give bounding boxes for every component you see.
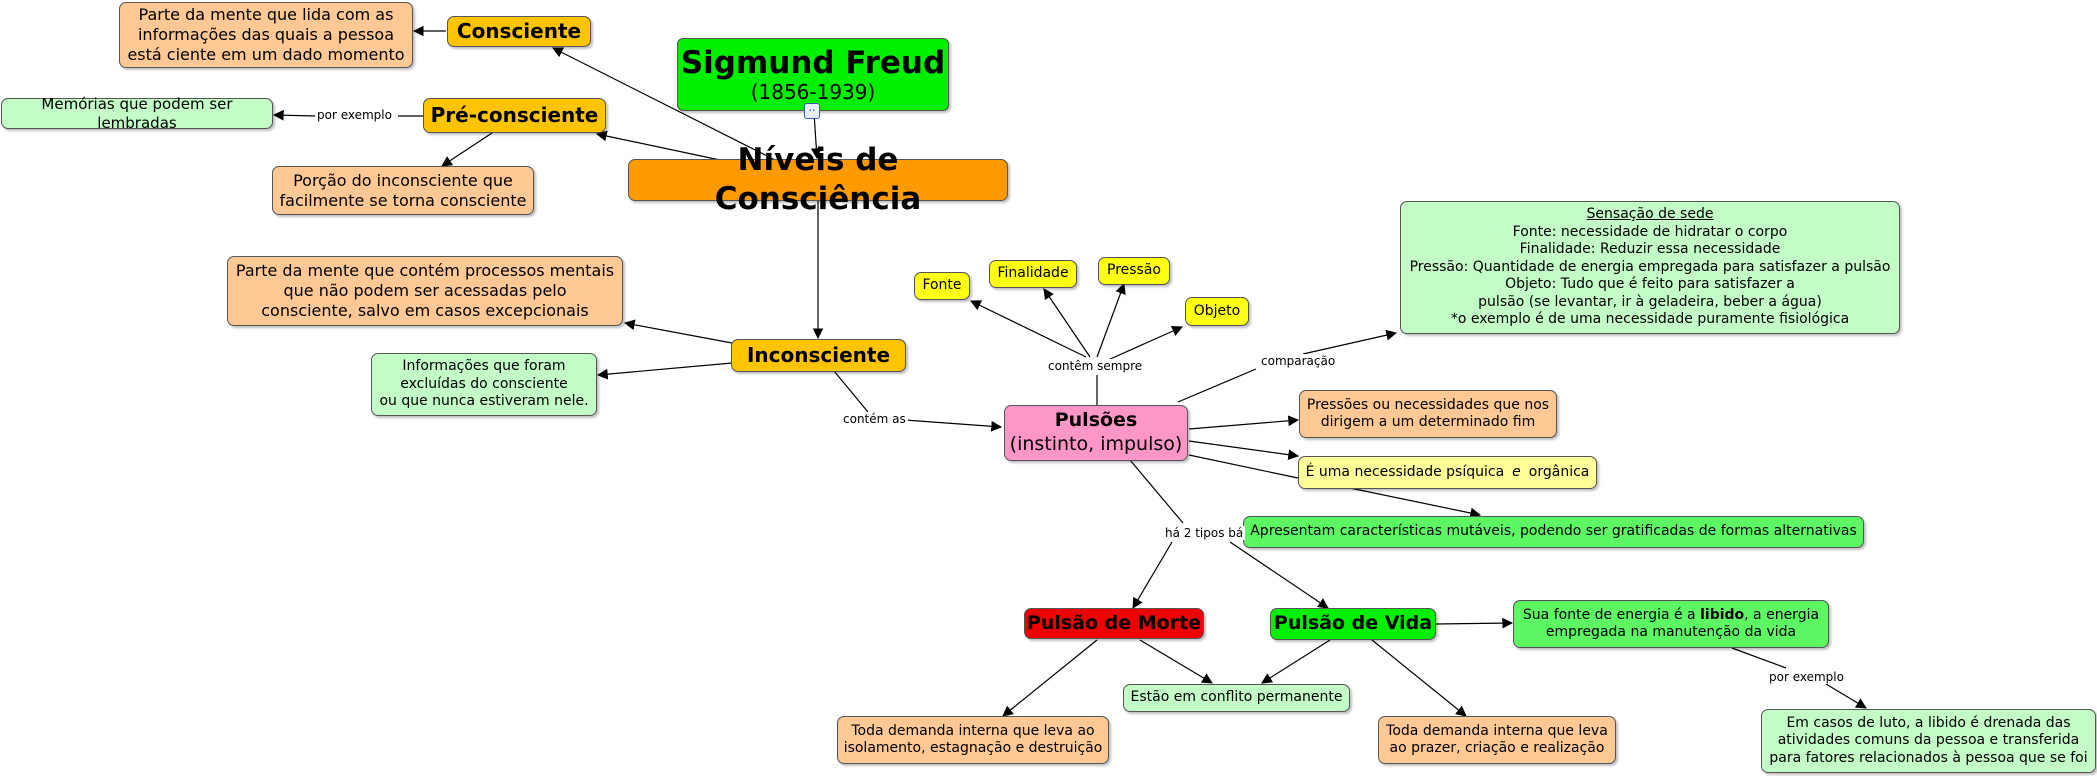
node-pulsoes[interactable]: Pulsões (instinto, impulso) bbox=[1004, 405, 1188, 461]
node-morte-desc[interactable]: Toda demanda interna que leva ao isolame… bbox=[837, 716, 1109, 764]
node-consciente-desc[interactable]: Parte da mente que lida com as informaçõ… bbox=[119, 2, 413, 68]
inconsciente-desc-line: que não podem ser acessadas pelo bbox=[283, 281, 567, 300]
sede-title: Sensação de sede bbox=[1586, 206, 1714, 223]
node-porcao-inconsciente[interactable]: Porção do inconsciente que facilmente se… bbox=[272, 166, 534, 215]
linked-map-icon[interactable]: ⋅⋅ bbox=[804, 103, 820, 119]
pressao-label: Pressão bbox=[1107, 262, 1161, 279]
label-contem-as: contém as bbox=[841, 412, 908, 426]
node-necessidade-psiquica[interactable]: É uma necessidade psíquica e orgânica bbox=[1298, 456, 1597, 489]
libido-pre: Sua fonte de energia é a bbox=[1522, 606, 1696, 623]
inconsciente-desc-line: Parte da mente que contém processos ment… bbox=[235, 261, 615, 280]
inconsciente-desc-line: consciente, salvo em casos excepcionais bbox=[261, 301, 589, 320]
node-vida-desc[interactable]: Toda demanda interna que leva ao prazer,… bbox=[1378, 716, 1616, 764]
node-pressoes-necessidades[interactable]: Pressões ou necessidades que nos dirigem… bbox=[1299, 390, 1557, 438]
node-inconsciente[interactable]: Inconsciente bbox=[731, 339, 906, 372]
consciente-label: Consciente bbox=[456, 19, 582, 43]
memorias-label: Memórias que podem ser lembradas bbox=[41, 94, 233, 132]
label-comparacao: comparação bbox=[1259, 354, 1338, 368]
node-pulsao-vida[interactable]: Pulsão de Vida bbox=[1270, 608, 1436, 640]
vida-desc-line: ao prazer, criação e realização bbox=[1389, 740, 1605, 756]
psiquica-text: É uma necessidade psíquica bbox=[1305, 463, 1505, 480]
title-node-freud[interactable]: Sigmund Freud (1856-1939) bbox=[677, 38, 949, 111]
niveis-label: Níveis de Consciência bbox=[714, 142, 922, 217]
node-conflito-permanente[interactable]: Estão em conflito permanente bbox=[1123, 684, 1350, 712]
sede-line: pulsão (se levantar, ir à geladeira, beb… bbox=[1478, 293, 1822, 310]
node-niveis-consciencia[interactable]: Níveis de Consciência bbox=[628, 142, 1008, 217]
title-name: Sigmund Freud bbox=[680, 44, 946, 81]
label-por-exemplo: por exemplo bbox=[1767, 670, 1846, 684]
pre-consciente-label: Pré-consciente bbox=[430, 103, 599, 127]
pulsoes-subtitle: (instinto, impulso) bbox=[1009, 433, 1183, 455]
luto-line: atividades comuns da pessoa e transferid… bbox=[1777, 732, 2080, 749]
node-caracteristicas-mutaveis[interactable]: Apresentam características mutáveis, pod… bbox=[1243, 516, 1864, 548]
consciente-desc-line: Parte da mente que lida com as bbox=[138, 5, 394, 24]
node-libido[interactable]: Sua fonte de energia é a libido, a energ… bbox=[1513, 600, 1829, 648]
node-pressao[interactable]: Pressão bbox=[1098, 257, 1170, 285]
porcao-line: facilmente se torna consciente bbox=[279, 190, 527, 210]
morte-desc-line: Toda demanda interna que leva ao bbox=[851, 722, 1095, 739]
node-pre-consciente[interactable]: Pré-consciente bbox=[423, 98, 606, 133]
consciente-desc-line: informações das quais a pessoa bbox=[137, 25, 395, 44]
label-ha-2-tipos: há 2 tipos bá bbox=[1163, 526, 1246, 540]
node-pulsao-morte[interactable]: Pulsão de Morte bbox=[1024, 608, 1204, 639]
pressoes-line: Pressões ou necessidades que nos bbox=[1306, 396, 1550, 413]
psiquica-organica: orgânica bbox=[1528, 463, 1590, 480]
luto-line: para fatores relacionados à pessoa que s… bbox=[1769, 749, 2088, 766]
objeto-label: Objeto bbox=[1193, 302, 1241, 319]
consciente-desc-line: está ciente em um dado momento bbox=[127, 45, 405, 64]
luto-line: Em casos de luto, a libido é drenada das bbox=[1786, 714, 2071, 731]
node-fonte[interactable]: Fonte bbox=[914, 272, 970, 300]
node-inconsciente-desc[interactable]: Parte da mente que contém processos ment… bbox=[227, 256, 623, 326]
libido-line-2: empregada na manutenção da vida bbox=[1545, 624, 1797, 640]
vida-label: Pulsão de Vida bbox=[1273, 612, 1433, 635]
node-finalidade[interactable]: Finalidade bbox=[989, 260, 1077, 288]
node-memorias[interactable]: Memórias que podem ser lembradas bbox=[1, 95, 273, 132]
informacoes-line: excluídas do consciente bbox=[400, 375, 568, 392]
informacoes-line: ou que nunca estiveram nele. bbox=[379, 393, 589, 410]
libido-bold: libido bbox=[1700, 606, 1745, 623]
psiquica-e: e bbox=[1512, 463, 1521, 480]
sede-line: Fonte: necessidade de hidratar o corpo bbox=[1512, 223, 1788, 240]
libido-post: , a energia bbox=[1744, 606, 1820, 623]
sede-line: Finalidade: Reduzir essa necessidade bbox=[1519, 241, 1781, 258]
conflito-label: Estão em conflito permanente bbox=[1130, 689, 1343, 706]
sede-line: Pressão: Quantidade de energia empregada… bbox=[1409, 258, 1891, 275]
fonte-label: Fonte bbox=[922, 277, 962, 294]
label-contem-sempre: contêm sempre bbox=[1046, 359, 1145, 373]
sede-line: Objeto: Tudo que é feito para satisfazer… bbox=[1505, 276, 1795, 293]
title-years: (1856-1939) bbox=[750, 79, 876, 104]
informacoes-line: Informações que foram bbox=[402, 358, 566, 375]
sede-line: *o exemplo é de uma necessidade purament… bbox=[1450, 311, 1850, 328]
node-objeto[interactable]: Objeto bbox=[1185, 297, 1249, 326]
libido-line-1: Sua fonte de energia é a libido, a energ… bbox=[1523, 607, 1819, 625]
node-consciente[interactable]: Consciente bbox=[447, 16, 591, 47]
morte-label: Pulsão de Morte bbox=[1026, 611, 1202, 634]
inconsciente-label: Inconsciente bbox=[746, 343, 891, 367]
morte-desc-line: isolamento, estagnação e destruição bbox=[843, 740, 1103, 756]
pulsoes-title: Pulsões bbox=[1054, 409, 1138, 432]
finalidade-label: Finalidade bbox=[997, 265, 1069, 282]
node-informacoes-excluidas[interactable]: Informações que foram excluídas do consc… bbox=[371, 353, 597, 416]
node-luto[interactable]: Em casos de luto, a libido é drenada das… bbox=[1761, 709, 2096, 773]
label-por-exemplo: por exemplo bbox=[315, 108, 394, 122]
porcao-line: Porção do inconsciente que bbox=[293, 170, 513, 190]
pressoes-line: dirigem a um determinado fim bbox=[1320, 414, 1536, 430]
node-sensacao-sede[interactable]: Sensação de sede Fonte: necessidade de h… bbox=[1400, 201, 1900, 334]
vida-desc-line: Toda demanda interna que leva bbox=[1386, 722, 1608, 739]
mutaveis-label: Apresentam características mutáveis, pod… bbox=[1250, 523, 1857, 540]
